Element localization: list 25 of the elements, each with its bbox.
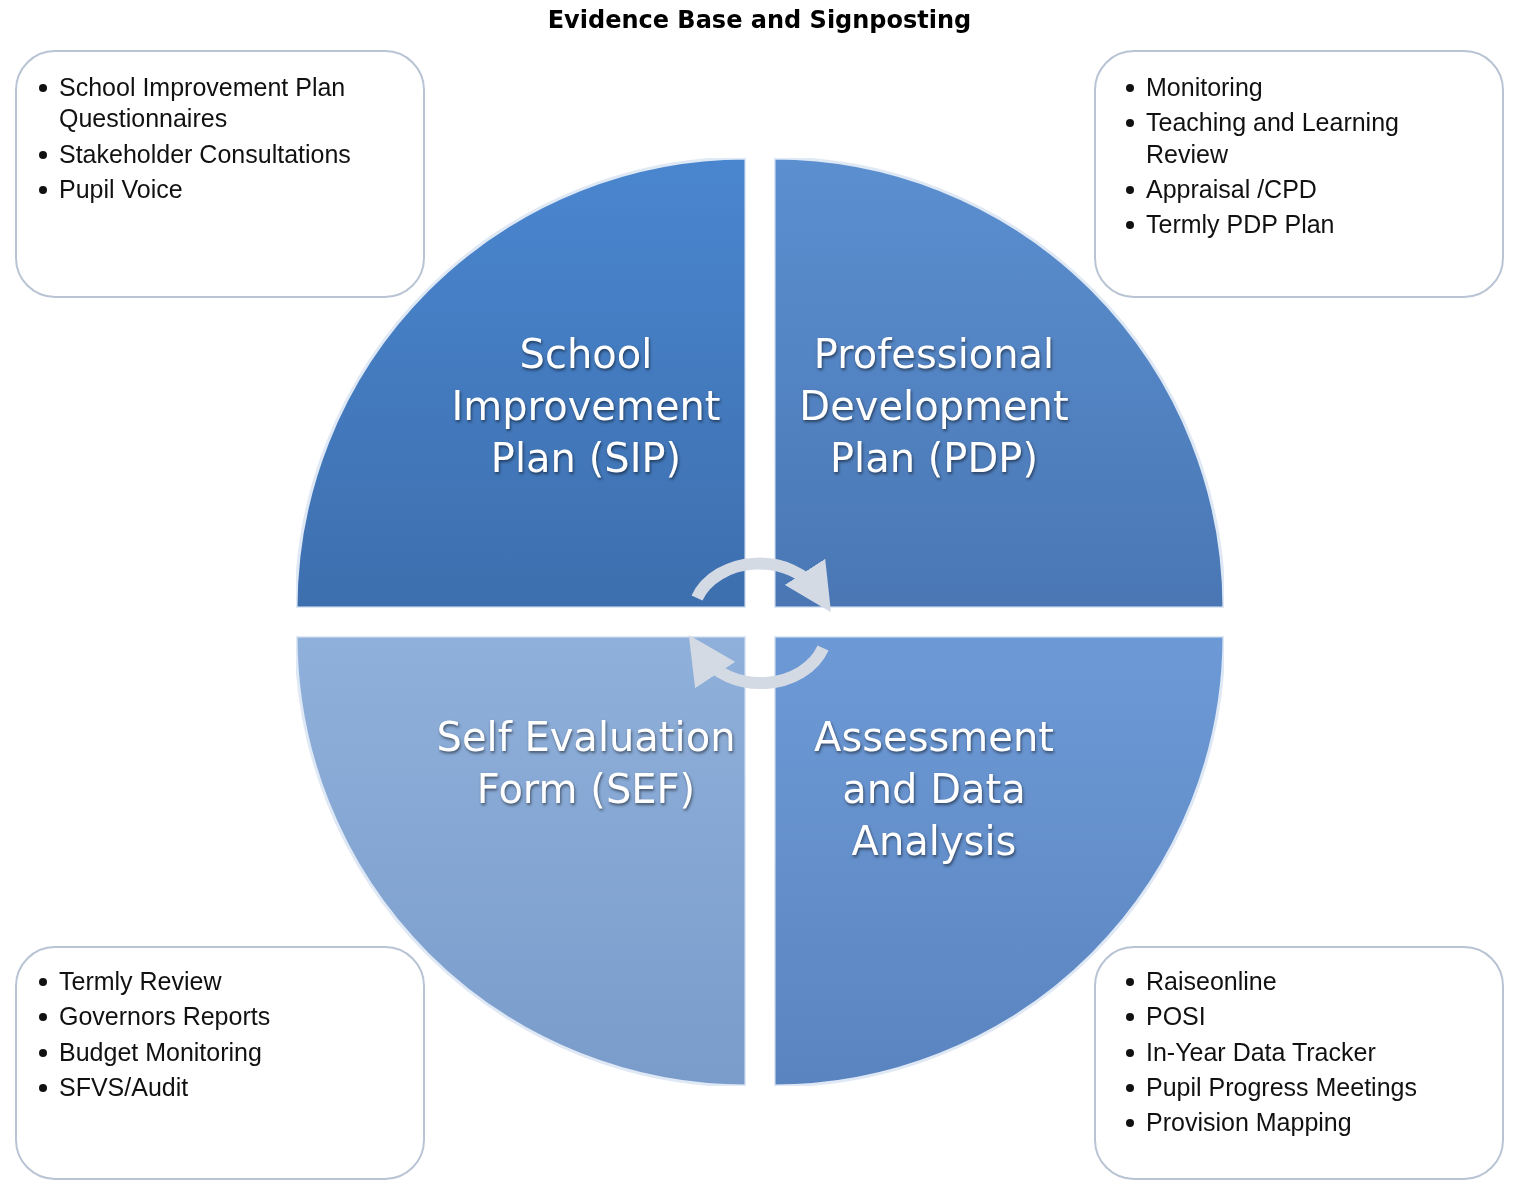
text-panel	[1094, 946, 1504, 1180]
bullet-item: School Improvement Plan Questionnaires	[59, 72, 347, 135]
title: Evidence Base and Signposting	[546, 6, 973, 34]
bullet-item: POSI	[1146, 1001, 1206, 1033]
quadrant-title: School Improvement Plan (SIP)	[450, 330, 722, 483]
bullet-item: SFVS/Audit	[59, 1071, 189, 1103]
quadrant-title: Assessment and Data Analysis	[813, 713, 1055, 866]
text-panel	[15, 946, 425, 1180]
bullet-item: Governors Reports	[59, 1001, 271, 1033]
bullet-item: Appraisal /CPD	[1146, 173, 1317, 205]
quadrant-title: Self Evaluation Form (SEF)	[436, 713, 736, 814]
bullet-item: Monitoring	[1146, 72, 1263, 103]
bullet-item: Pupil Voice	[59, 173, 183, 205]
bullet-item: Raiseonline	[1146, 966, 1277, 997]
quadrant-title: Professional Development Plan (PDP)	[798, 330, 1070, 483]
bullet-item: Pupil Progress Meetings	[1146, 1071, 1417, 1103]
bullet-item: Budget Monitoring	[59, 1036, 262, 1068]
bullet-item: Termly Review	[59, 966, 222, 997]
text-panel	[1094, 50, 1504, 298]
bullet-item: Stakeholder Consultations	[59, 138, 351, 170]
bullet-item: Termly PDP Plan	[1146, 209, 1335, 240]
text-panel	[15, 50, 425, 298]
bullet-item: Provision Mapping	[1146, 1107, 1352, 1138]
bullet-item: Teaching and Learning Review	[1146, 107, 1400, 170]
bullet-item: In-Year Data Tracker	[1146, 1036, 1376, 1068]
